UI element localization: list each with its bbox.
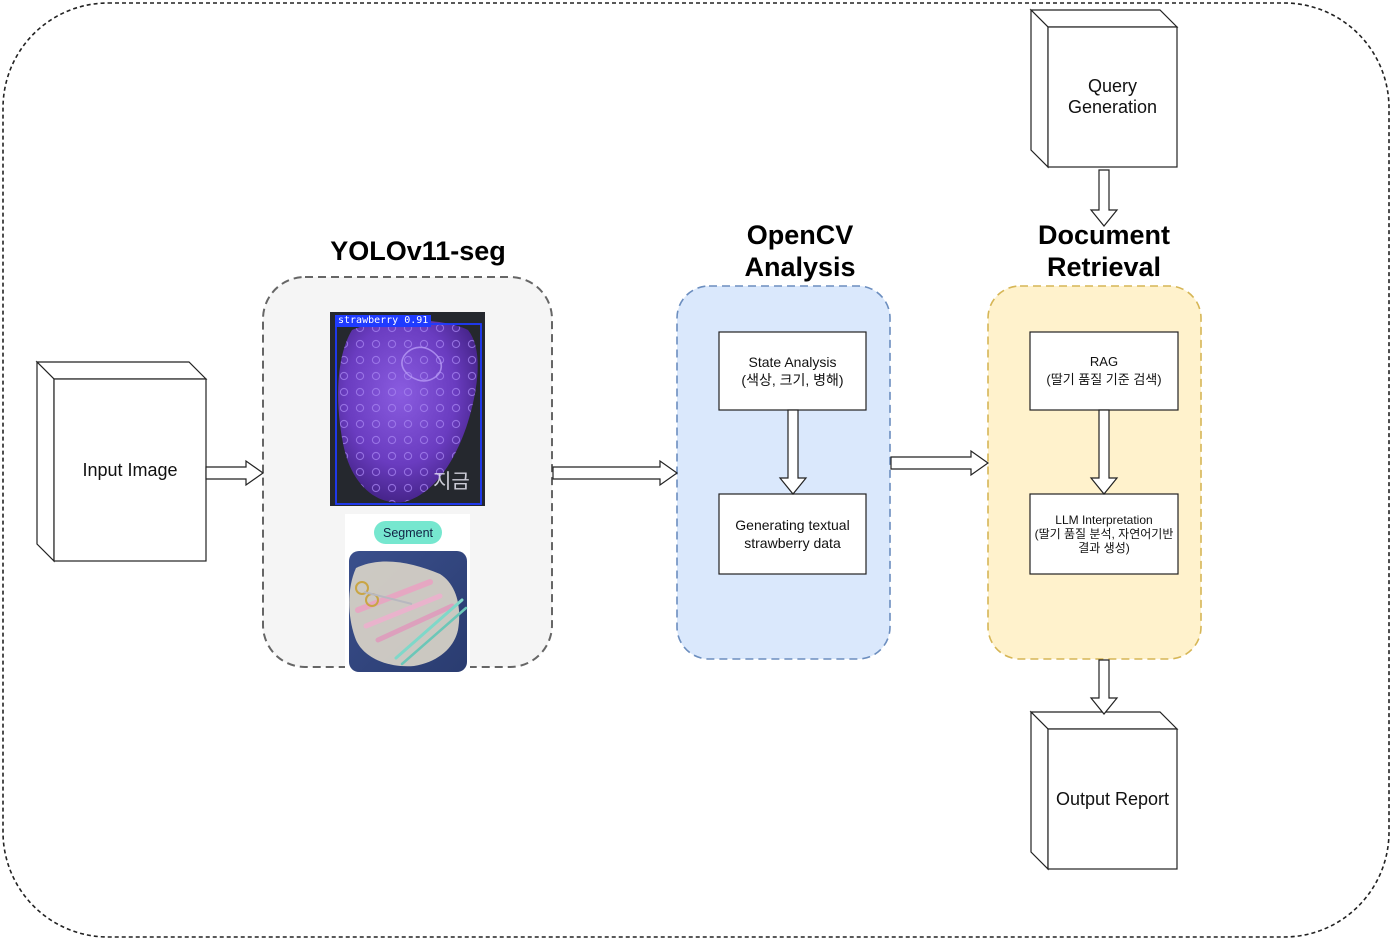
arrow-docret-to-output [1089, 659, 1119, 715]
output-report-label: Output Report [1055, 788, 1170, 809]
segment-tools-image [345, 514, 470, 672]
arrow-opencv-to-docret [890, 449, 990, 477]
state-analysis-label: State Analysis (색상, 크기, 병해) [741, 354, 844, 388]
arrow-query-to-docret [1089, 169, 1119, 227]
query-generation-cube [1029, 8, 1179, 169]
strawberry-detection-image [330, 312, 485, 506]
detection-label: strawberry 0.91 [335, 315, 432, 327]
generating-textual-label: Generating textual strawberry data [735, 517, 850, 551]
arrow-rag-to-llm [1089, 409, 1119, 495]
rag-box [1029, 331, 1179, 411]
generating-textual-box [718, 493, 867, 575]
docret-title: Document Retrieval [1037, 220, 1170, 282]
arrow-input-to-yolo [205, 459, 265, 487]
arrow-yolo-to-opencv [552, 459, 679, 487]
arrow-state-to-generating [778, 409, 808, 495]
rag-label: RAG (딸기 품질 기준 검색) [1046, 354, 1162, 387]
output-report-cube [1029, 710, 1179, 871]
query-generation-label: Query Generation [1067, 76, 1158, 117]
input-image-label: Input Image [82, 459, 178, 480]
image-watermark: 지금 [433, 469, 470, 493]
llm-box [1029, 493, 1179, 575]
yolo-title: YOLOv11-seg [330, 236, 506, 266]
segment-badge: Segment [374, 521, 442, 544]
input-image-cube [35, 360, 208, 563]
llm-label: LLM Interpretation (딸기 품질 분석, 자연어기반 결과 생… [1034, 513, 1174, 555]
state-analysis-box [718, 331, 867, 411]
opencv-title: OpenCV Analysis [744, 220, 856, 282]
